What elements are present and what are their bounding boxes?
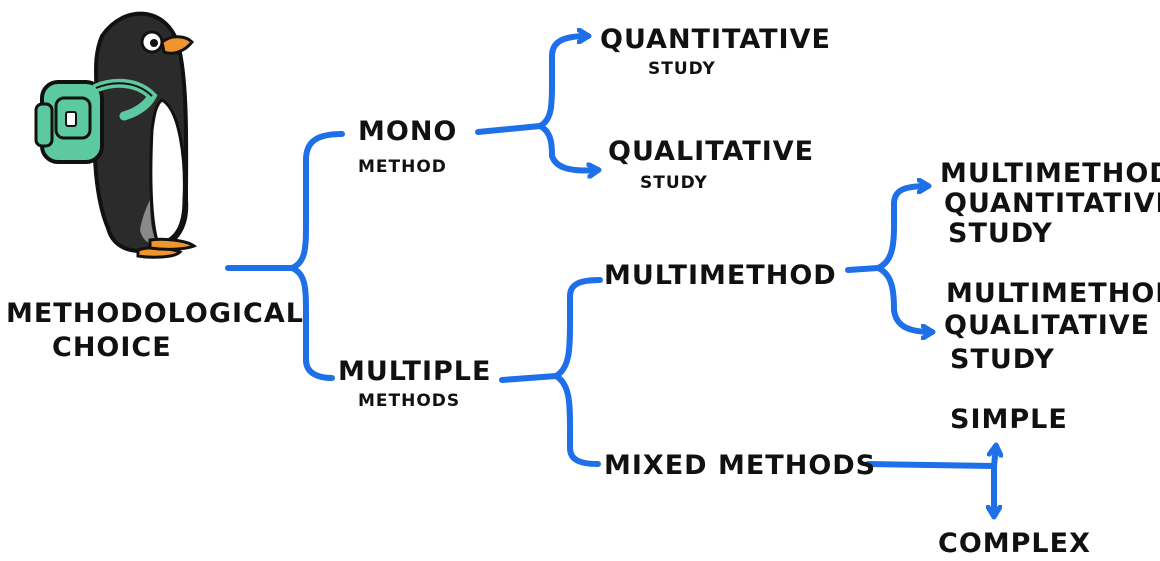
qualitative-line2: STUDY <box>640 173 708 193</box>
node-qualitative: QUALITATIVE STUDY <box>608 136 814 193</box>
mono-line2: METHOD <box>358 157 447 177</box>
mm-qual-line1: MULTIMETHOD <box>946 278 1160 309</box>
connector-multiple <box>499 373 559 383</box>
penguin-with-backpack-icon <box>34 11 198 259</box>
node-root: METHODOLOGICAL CHOICE <box>6 298 304 363</box>
quantitative-line2: STUDY <box>648 59 716 79</box>
mixed-line1: MIXED METHODS <box>604 450 876 481</box>
mm-quant-line1: MULTIMETHOD <box>940 158 1160 189</box>
qualitative-line1: QUALITATIVE <box>608 136 814 167</box>
node-mono: MONO METHOD <box>358 116 457 177</box>
multiple-line1: MULTIPLE <box>338 356 491 387</box>
mm-qual-line2: QUALITATIVE <box>944 310 1150 341</box>
connectors <box>225 36 997 516</box>
connector-mono-to-quantitative <box>537 36 588 129</box>
connector-multimethod-to-mm-quant <box>875 186 928 271</box>
multiple-line2: METHODS <box>358 391 460 411</box>
connector-multimethod <box>845 265 881 273</box>
node-multiple: MULTIPLE METHODS <box>338 356 491 411</box>
connector-root-to-mono <box>289 131 345 271</box>
mm-quant-line2: QUANTITATIVE <box>944 188 1160 219</box>
node-multimethod: MULTIMETHOD <box>604 260 837 291</box>
node-simple: SIMPLE <box>950 404 1068 435</box>
node-complex: COMPLEX <box>938 528 1091 559</box>
node-multimethod-quantitative: MULTIMETHOD QUANTITATIVE STUDY <box>940 158 1160 249</box>
connector-mono <box>475 123 543 135</box>
node-mixed-methods: MIXED METHODS <box>604 450 876 481</box>
multimethod-line1: MULTIMETHOD <box>604 260 837 291</box>
mm-quant-line3: STUDY <box>948 218 1053 249</box>
connector-multiple-to-multimethod <box>553 277 603 379</box>
complex-line1: COMPLEX <box>938 528 1091 559</box>
connector-mono-to-qualitative <box>537 123 598 170</box>
connector-multiple-to-mixed <box>553 373 601 467</box>
root-line1: METHODOLOGICAL <box>6 298 304 329</box>
connector-mixed-to-simple <box>994 446 996 469</box>
root-line2: CHOICE <box>52 332 172 363</box>
connector-mixed <box>865 461 997 469</box>
connector-root-to-multiple <box>289 265 335 381</box>
quantitative-line1: QUANTITATIVE <box>600 24 831 55</box>
node-quantitative: QUANTITATIVE STUDY <box>600 24 831 79</box>
simple-line1: SIMPLE <box>950 404 1068 435</box>
mm-qual-line3: STUDY <box>950 344 1055 375</box>
connector-multimethod-to-mm-qual <box>875 265 932 332</box>
node-multimethod-qualitative: MULTIMETHOD QUALITATIVE STUDY <box>944 278 1160 375</box>
mono-line1: MONO <box>358 116 457 147</box>
